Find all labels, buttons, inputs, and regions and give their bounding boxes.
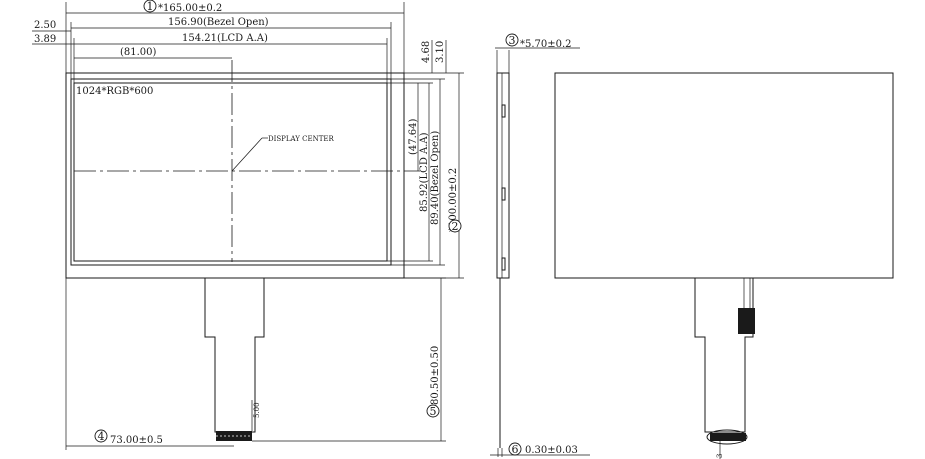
marker-6-circle xyxy=(508,442,522,456)
dim-lcd-aa-h-label: 85.92(LCD A.A) xyxy=(419,132,430,212)
rear-fpc-outline xyxy=(694,278,754,433)
dim-73-label: 73.00±0.5 xyxy=(110,435,163,446)
resolution-label: 1024*RGB*600 xyxy=(76,86,153,97)
dim-left-aa-label: 3.89 xyxy=(34,34,56,45)
marker-3-number: 3 xyxy=(509,34,516,47)
dim-left-bezel-label: 2.50 xyxy=(34,20,56,31)
side-panel-outline xyxy=(496,72,510,279)
marker-1-number: 1 xyxy=(147,0,154,13)
outer-frame xyxy=(65,72,405,279)
rear-panel-outline xyxy=(554,72,894,279)
dim-top-bezel-label: 3.10 xyxy=(435,41,446,63)
marker-5-circle xyxy=(426,404,440,418)
dim-top-aa-label: 4.68 xyxy=(421,41,432,63)
dim-165-label: *165.00±0.2 xyxy=(158,3,222,14)
marker-2-circle xyxy=(448,219,462,233)
dim-fpc-tab-label: 5.00 xyxy=(253,402,261,418)
dim-80-5-label: 80.50±0.50 xyxy=(430,346,441,405)
dim-half-w-label: (81.00) xyxy=(120,47,157,58)
rear-connector-callout xyxy=(706,429,748,445)
display-center-leader xyxy=(231,137,263,172)
front-view: DISPLAY CENTER 1024*RGB*600 1 *165.00±0.… xyxy=(32,0,464,450)
active-area-outline xyxy=(73,82,388,262)
dim-half-h-label: (47.64) xyxy=(408,118,419,155)
dim-lcd-aa-w-label: 154.21(LCD A.A) xyxy=(182,33,268,44)
display-center-label: DISPLAY CENTER xyxy=(268,135,335,143)
bezel-open-outline xyxy=(70,78,392,266)
marker-3-circle xyxy=(505,33,519,47)
marker-2-number: 2 xyxy=(452,220,459,233)
rear-view: 3 xyxy=(554,72,894,459)
side-view: 3 *5.70±0.2 6 0.30±0.03 xyxy=(490,33,590,457)
marker-4-circle xyxy=(94,429,108,443)
dim-5-7-label: *5.70±0.2 xyxy=(520,39,572,50)
rear-fpc-stiffener xyxy=(738,308,755,334)
rear-contact-pad xyxy=(710,433,746,441)
dim-bezel-open-w-label: 156.90(Bezel Open) xyxy=(168,17,269,28)
dim-100-label: *100.00±0.2 xyxy=(448,168,459,232)
marker-5-number: 5 xyxy=(430,405,437,418)
marker-1-circle xyxy=(143,0,157,13)
dim-bezel-open-h-label: 89.40(Bezel Open) xyxy=(430,131,441,225)
dim-fpc-tab-right-label: 3 xyxy=(716,454,724,458)
marker-6-number: 6 xyxy=(512,443,519,456)
marker-4-number: 4 xyxy=(98,430,105,443)
dim-0-3-label: 0.30±0.03 xyxy=(525,445,578,456)
